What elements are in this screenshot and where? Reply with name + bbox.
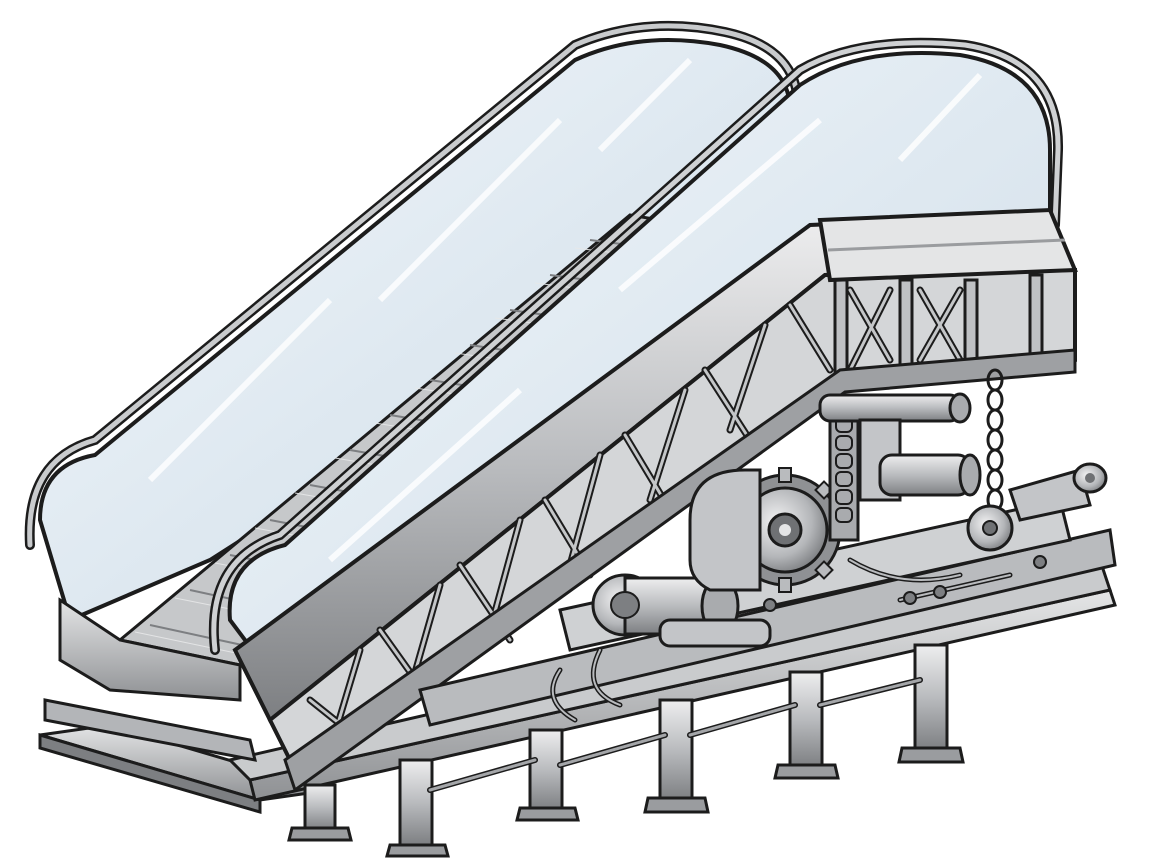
drive-shaft [818,392,982,502]
gear-icon [688,467,848,593]
upper-landing [817,207,1078,283]
tension-bracket [1008,462,1108,522]
support-legs [287,643,965,858]
left-skirt [43,597,258,762]
drive-machinery [418,368,1117,727]
motor-icon [591,573,772,648]
